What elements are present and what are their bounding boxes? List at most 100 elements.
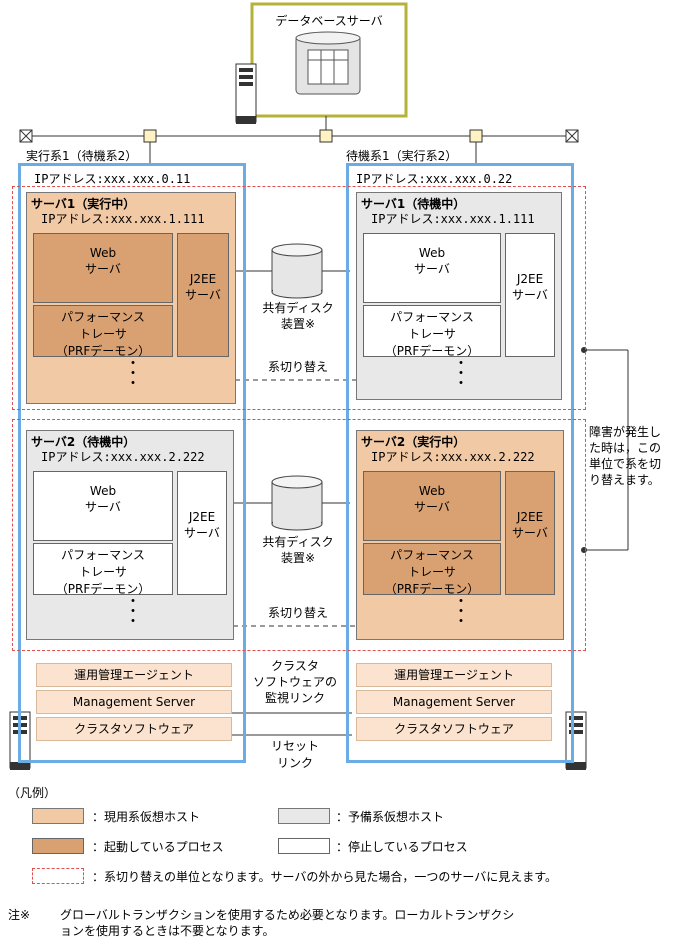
prf-daemon-process: パフォーマンス トレーサ （PRFデーモン） xyxy=(363,543,501,596)
network-node-icon xyxy=(143,129,483,143)
more-processes-dots: ・・・ xyxy=(126,356,140,392)
web-label-1: Web xyxy=(418,246,446,260)
j2ee-label-2: サーバ xyxy=(512,526,548,540)
web-label-2: サーバ xyxy=(414,500,450,514)
host-title: サーバ1（実行中） xyxy=(31,197,136,211)
active-cluster-box xyxy=(18,163,246,763)
host-ip: IPアドレス:xxx.xxx.1.111 xyxy=(41,212,205,226)
reset-link-label: リセット リンク xyxy=(238,738,352,772)
j2ee-label-2: サーバ xyxy=(512,288,548,302)
monitor-link-label-1: クラスタ xyxy=(271,659,319,673)
prf-label-3: （PRFデーモン） xyxy=(55,344,151,358)
host-title: サーバ2（待機中） xyxy=(31,435,136,449)
footnote-mark: 注※ xyxy=(8,908,31,922)
switch-unit-2 xyxy=(12,419,586,651)
web-label-2: サーバ xyxy=(414,262,450,276)
failure-note-1: 障害が発生し xyxy=(589,425,662,439)
virtual-host-unit2-left: サーバ2（待機中） IPアドレス:xxx.xxx.2.222 Web サーバ J… xyxy=(26,430,234,640)
database-icon xyxy=(295,31,361,95)
j2ee-label-1: J2EE xyxy=(516,510,544,524)
host-title: サーバ2（実行中） xyxy=(361,435,466,449)
active-side-label: 実行系1（待機系2） xyxy=(26,149,138,163)
switch-label: 系切り替え xyxy=(267,360,328,374)
prf-daemon-process: パフォーマンス トレーサ （PRFデーモン） xyxy=(363,305,501,358)
web-server-process: Web サーバ xyxy=(33,233,173,303)
more-processes-dots: ・・・ xyxy=(454,356,468,392)
prf-label-2: トレーサ xyxy=(408,565,456,579)
management-server-right: Management Server xyxy=(356,690,552,714)
shared-disk-icon xyxy=(271,475,323,531)
ops-agent-right: 運用管理エージェント xyxy=(356,663,552,687)
active-ip-label: IPアドレス:xxx.xxx.0.11 xyxy=(34,172,191,186)
legend-swatch-stopped-process xyxy=(278,838,330,854)
web-label-2: サーバ xyxy=(85,500,121,514)
virtual-host-unit1-right: サーバ1（待機中） IPアドレス:xxx.xxx.1.111 Web サーバ J… xyxy=(356,192,562,400)
network-terminator-icon xyxy=(565,129,579,143)
failure-note-3: 単位で系を切 xyxy=(589,457,662,471)
web-label-1: Web xyxy=(89,484,117,498)
shared-disk-label: 共有ディスク 装置※ xyxy=(248,300,348,332)
j2ee-label-1: J2EE xyxy=(516,272,544,286)
shared-disk-label-1: 共有ディスク xyxy=(262,535,334,549)
prf-daemon-process: パフォーマンス トレーサ （PRFデーモン） xyxy=(33,543,173,596)
j2ee-label-1: J2EE xyxy=(188,510,216,524)
legend-stopped-process: ：停止しているプロセス xyxy=(336,840,468,854)
prf-label-2: トレーサ xyxy=(79,565,127,579)
ops-agent-left: 運用管理エージェント xyxy=(36,663,232,687)
more-processes-dots: ・・・ xyxy=(126,594,140,630)
failure-note-4: り替えます。 xyxy=(589,473,660,487)
web-server-process: Web サーバ xyxy=(363,233,501,303)
monitor-link-label-3: 監視リンク xyxy=(264,691,325,705)
legend-running-process: ：起動しているプロセス xyxy=(92,840,224,854)
host-ip: IPアドレス:xxx.xxx.2.222 xyxy=(41,450,205,464)
prf-label-1: パフォーマンス xyxy=(390,548,474,562)
server-machine-icon xyxy=(235,63,257,124)
legend-swatch-switch-unit xyxy=(32,868,84,884)
monitor-link-label: クラスタ ソフトウェアの 監視リンク xyxy=(238,658,352,706)
reset-link-label-1: リセット xyxy=(270,739,319,753)
web-server-process: Web サーバ xyxy=(363,471,501,541)
host-ip: IPアドレス:xxx.xxx.1.111 xyxy=(371,212,535,226)
prf-label-3: （PRFデーモン） xyxy=(55,582,151,596)
j2ee-server-process: J2EE サーバ xyxy=(177,233,229,357)
prf-daemon-process: パフォーマンス トレーサ （PRFデーモン） xyxy=(33,305,173,358)
legend-swatch-running-process xyxy=(32,838,84,854)
prf-label-3: （PRFデーモン） xyxy=(384,582,480,596)
reset-link-label-2: リンク xyxy=(276,756,313,770)
j2ee-label-1: J2EE xyxy=(189,272,217,286)
prf-label-1: パフォーマンス xyxy=(390,310,474,324)
switch-label: 系切り替え xyxy=(267,606,328,620)
virtual-host-unit2-right: サーバ2（実行中） IPアドレス:xxx.xxx.2.222 Web サーバ J… xyxy=(356,430,564,640)
legend-switch-unit: ：系切り替えの単位となります。サーバの外から見た場合，一つのサーバに見えます。 xyxy=(92,870,558,884)
cluster-software-right: クラスタソフトウェア xyxy=(356,717,552,741)
legend-swatch-active-host xyxy=(32,808,84,824)
legend-title: （凡例） xyxy=(8,786,57,800)
footnote-line-1: グローバルトランザクションを使用するため必要となります。ローカルトランザクシ xyxy=(60,908,515,922)
failure-note: 障害が発生し た時は，この 単位で系を切 り替えます。 xyxy=(589,424,675,488)
footnote-line-2: ョンを使用するときは不要となります。 xyxy=(60,924,275,938)
web-server-process: Web サーバ xyxy=(33,471,173,541)
network-terminator-icon xyxy=(19,129,33,143)
prf-label-1: パフォーマンス xyxy=(61,548,145,562)
prf-label-3: （PRFデーモン） xyxy=(384,344,480,358)
prf-label-2: トレーサ xyxy=(79,327,127,341)
shared-disk-label-2: 装置※ xyxy=(280,317,316,331)
failure-note-2: た時は，この xyxy=(589,441,662,455)
legend-swatch-standby-host xyxy=(278,808,330,824)
web-label-2: サーバ xyxy=(85,262,121,276)
j2ee-label-2: サーバ xyxy=(184,526,220,540)
shared-disk-icon xyxy=(271,243,323,299)
standby-cluster-box xyxy=(346,163,574,763)
web-label-1: Web xyxy=(89,246,117,260)
j2ee-server-process: J2EE サーバ xyxy=(505,233,555,357)
switch-unit-1 xyxy=(12,186,586,410)
web-label-1: Web xyxy=(418,484,446,498)
database-server-label: データベースサーバ xyxy=(275,14,383,28)
shared-disk-label-1: 共有ディスク xyxy=(262,301,334,315)
legend-standby-host: ：予備系仮想ホスト xyxy=(336,810,445,824)
standby-ip-label: IPアドレス:xxx.xxx.0.22 xyxy=(356,172,513,186)
prf-label-2: トレーサ xyxy=(408,327,456,341)
management-server-left: Management Server xyxy=(36,690,232,714)
shared-disk-label-2: 装置※ xyxy=(280,551,316,565)
